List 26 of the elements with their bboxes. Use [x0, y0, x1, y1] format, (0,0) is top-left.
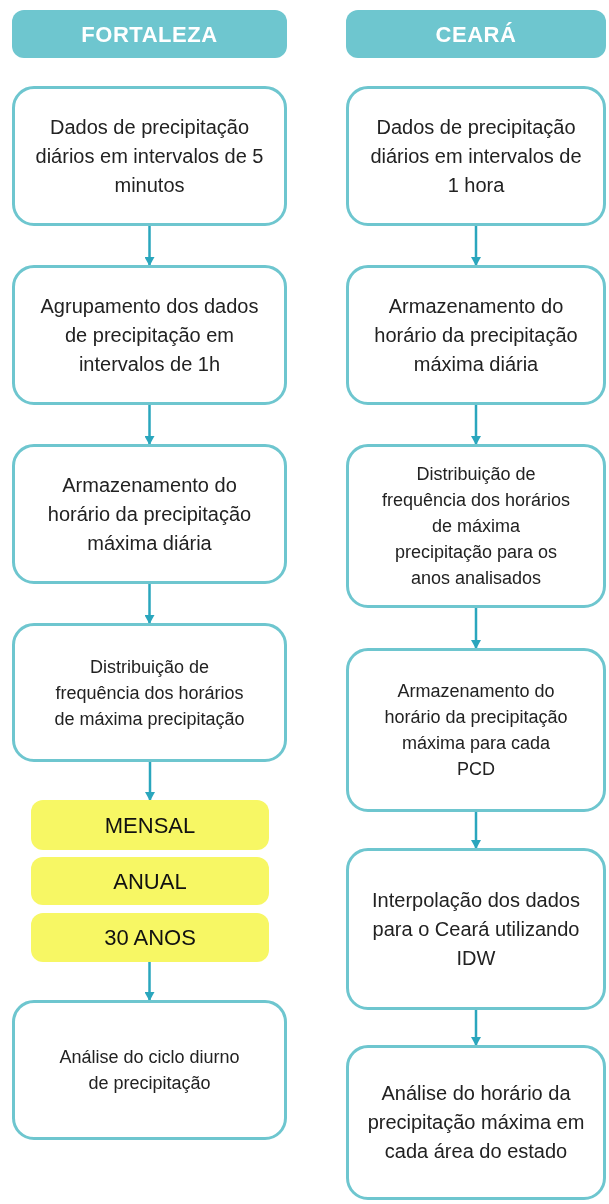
process-box: Armazenamento do horário da precipitação máxima para cada PCD	[346, 648, 606, 812]
arrow	[144, 405, 155, 445]
arrow	[471, 812, 481, 849]
arrow	[145, 762, 155, 801]
arrow	[144, 962, 155, 1001]
arrow	[144, 226, 155, 266]
period-box: 30 ANOS	[31, 913, 269, 962]
process-box: Armazenamento do horário da precipitação máxima diária	[12, 444, 287, 584]
column-header: CEARÁ	[346, 10, 606, 58]
process-box: Análise do ciclo diurno de precipitação	[12, 1000, 287, 1140]
arrow	[471, 608, 481, 649]
process-box: Distribuição de frequência dos horários de máxima precipitação para os anos analisados	[346, 444, 606, 608]
period-box: MENSAL	[31, 800, 269, 850]
process-box: Dados de precipitação diários em intervalos de 5 minutos	[12, 86, 287, 226]
process-box: Interpolação dos dados para o Ceará utilizando IDW	[346, 848, 606, 1010]
process-box: Distribuição de frequência dos horários de máxima precipitação	[12, 623, 287, 762]
arrow	[471, 1010, 481, 1046]
arrow	[144, 584, 155, 624]
process-box: Análise do horário da precipitação máxima em cada área do estado	[346, 1045, 606, 1200]
arrow	[471, 405, 481, 445]
column-header: FORTALEZA	[12, 10, 287, 58]
process-box: Agrupamento dos dados de precipitação em intervalos de 1h	[12, 265, 287, 405]
arrow	[471, 226, 481, 266]
process-box: Dados de precipitação diários em intervalos de 1 hora	[346, 86, 606, 226]
period-box: ANUAL	[31, 857, 269, 905]
process-box: Armazenamento do horário da precipitação máxima diária	[346, 265, 606, 405]
